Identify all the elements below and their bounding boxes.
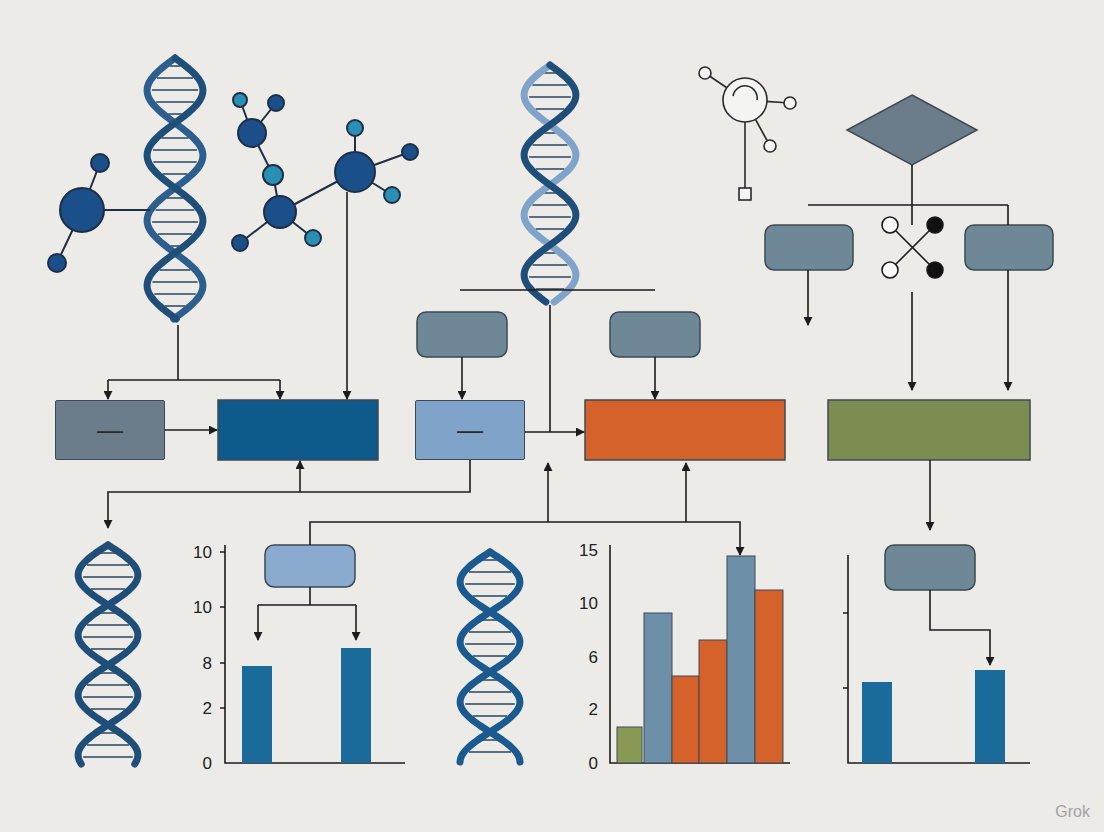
axis-tick-label: 10 [193,544,212,561]
axis-tick-label: 0 [589,755,598,772]
network-symbol [699,67,796,200]
crossing-symbol [882,217,943,278]
axis-tick-label: 10 [193,599,212,616]
molecule-cluster [232,93,418,251]
decision-diamond [847,95,977,165]
axis-tick-label: 15 [579,542,598,559]
axis-tick-label: 2 [589,701,598,718]
flow-lines [108,165,1008,665]
process-box: — [415,400,525,460]
axis-tick-label: 10 [579,595,598,612]
axis-tick-label: 8 [203,655,212,672]
axis-tick-label: 0 [203,755,212,772]
axis-tick-label: 2 [203,700,212,717]
axis-tick-label: 6 [589,649,598,666]
molecule [48,154,150,272]
plain-boxes [218,225,1053,590]
dna-helix [147,58,203,319]
dna-helix [524,65,576,302]
box-text: — [97,417,123,443]
dna-helix [460,552,520,762]
watermark: Grok [1055,804,1090,820]
box-text: — [457,417,483,443]
process-box: — [55,400,165,460]
dna-helix [78,545,138,764]
bar-charts [220,545,1030,763]
